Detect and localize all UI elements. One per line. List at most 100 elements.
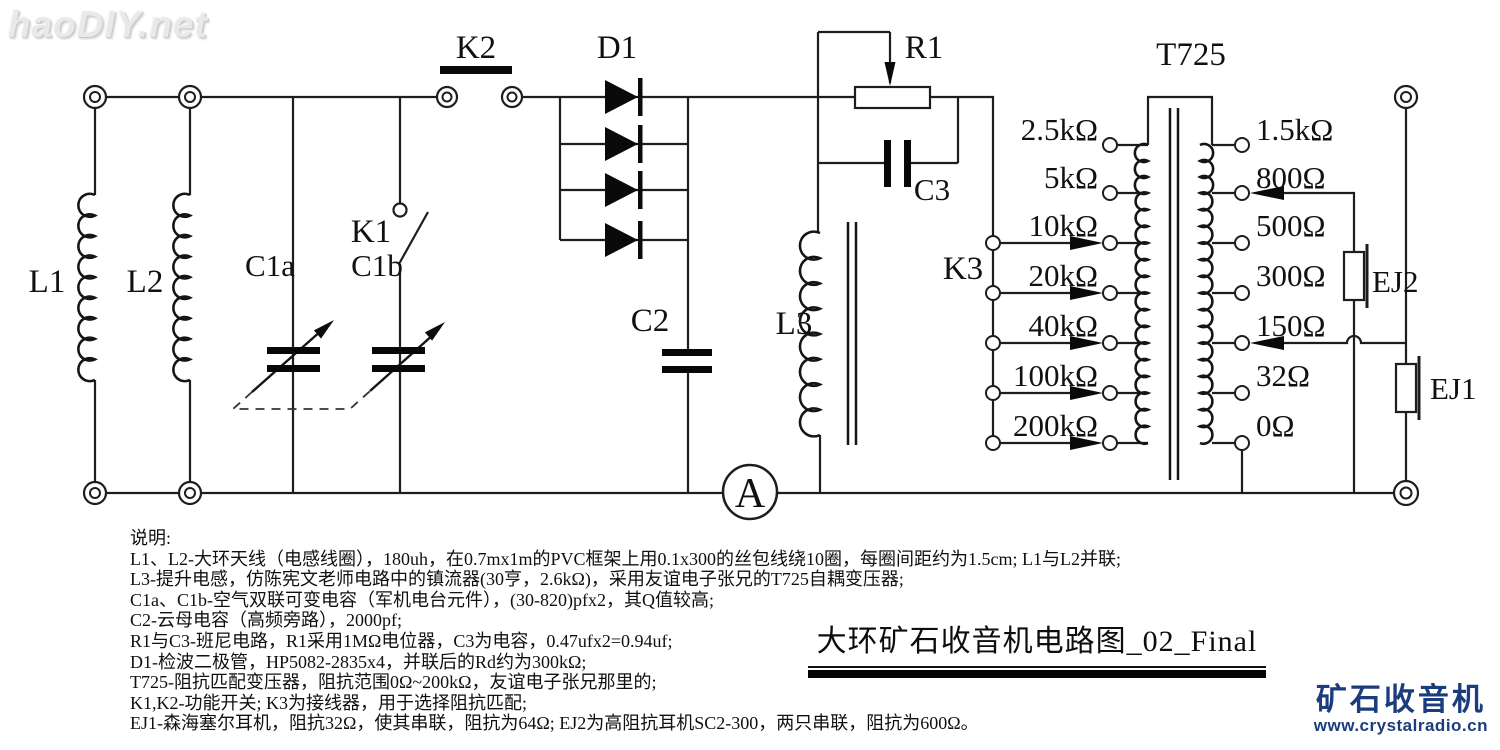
label-c1a: C1a (245, 248, 295, 283)
right-tap-label: 800Ω (1256, 160, 1326, 195)
diode-triangle (605, 173, 638, 207)
capacitor-plates (267, 140, 911, 373)
title-underline-thin (808, 666, 1266, 668)
left-tap (1102, 235, 1118, 251)
right-tap-label: 0Ω (1256, 408, 1295, 443)
notes-line: D1-检波二极管，HP5082-2835x4，并联后的Rd约为300kΩ; (130, 651, 587, 672)
coil-l3 (798, 230, 824, 438)
k3-arrowhead (1070, 386, 1103, 400)
title-underline-thick (808, 670, 1266, 678)
c1a-arrow-shaft (251, 329, 323, 393)
r1-wiper-arrow (884, 62, 896, 86)
label-ej1: EJ1 (1430, 371, 1477, 406)
c2-plate-bottom (662, 366, 712, 373)
r1-body (853, 85, 932, 110)
right-tap-label: 500Ω (1256, 208, 1326, 243)
c1b-arrow-head (424, 322, 445, 341)
crystalradio-logo-url: www.crystalradio.cn (1313, 716, 1488, 735)
terminal-top-right (1393, 84, 1419, 110)
terminal-bottom-right (1392, 479, 1420, 507)
t725-right-winding (1196, 142, 1215, 445)
notes-line: R1与C3-班尼电路，R1采用1MΩ电位器，C3为电容，0.47ufx2=0.9… (130, 630, 673, 651)
k3-terminal (985, 335, 1001, 351)
label-c2: C2 (631, 303, 670, 339)
wire-c3 (818, 97, 960, 165)
label-l3: L3 (776, 306, 813, 342)
coil-l2 (172, 192, 193, 383)
right-tap-label: 300Ω (1256, 258, 1326, 293)
tap-labels: 2.5kΩ 5kΩ 10kΩ 20kΩ 40kΩ 100kΩ 200kΩ 1.5… (1013, 112, 1333, 443)
ammeter-circle (721, 463, 779, 521)
left-tap (1102, 285, 1118, 301)
label-l2: L2 (127, 264, 164, 300)
ej2-body (1342, 250, 1366, 302)
label-r1: R1 (905, 30, 944, 66)
ej1-arrowhead (1250, 336, 1284, 350)
diode-bar (638, 125, 643, 163)
terminal-top-left-2 (177, 84, 203, 110)
left-tap-label: 20kΩ (1028, 258, 1098, 293)
k1-contact (392, 202, 408, 218)
left-tap-label: 200kΩ (1013, 408, 1098, 443)
c1a-arrow-head (313, 320, 334, 339)
notes-line: C2-云母电容（高频旁路），2000pf; (130, 610, 402, 631)
right-tap (1234, 285, 1250, 301)
label-l1: L1 (29, 264, 66, 300)
k3-terminal (985, 385, 1001, 401)
schematic-title: 大环矿石收音机电路图_02_Final (816, 625, 1258, 658)
label-k1: K1 (351, 214, 391, 250)
k3-arrowhead (1070, 436, 1103, 450)
left-tap (1102, 185, 1118, 201)
left-tap (1102, 137, 1118, 153)
k3-selector (985, 235, 1103, 451)
t725-core (1168, 108, 1180, 480)
diode (605, 171, 643, 209)
title-block: 大环矿石收音机电路图_02_Final (808, 616, 1266, 678)
terminal-bottom-left-1 (82, 480, 108, 506)
component-labels: L1 L2 C1a C1b K1 K2 D1 C2 R1 C3 L3 K3 T7… (29, 30, 1477, 406)
k3-arrowhead (1070, 236, 1103, 250)
gang-link-dashed (230, 390, 371, 410)
inductors (77, 108, 1215, 480)
label-k2: K2 (456, 30, 496, 66)
notes-line: C1a、C1b-空气双联可变电容（军机电台元件），(30-820)pfx2，其Q… (130, 589, 714, 610)
diode-triangle (605, 80, 638, 114)
c1b-plate-top (372, 347, 425, 354)
k3-arrowhead (1070, 336, 1103, 350)
c1a-plate-top (267, 347, 320, 354)
earphones (1342, 244, 1421, 420)
coil-l1 (77, 192, 98, 383)
notes-line: L3-提升电感，仿陈宪文老师电路中的镇流器(30亨，2.6kΩ)，采用友谊电子张… (130, 569, 904, 590)
terminals (82, 84, 1420, 507)
right-tap (1234, 137, 1250, 153)
left-tap-label: 5kΩ (1044, 160, 1098, 195)
right-tap (1234, 185, 1250, 201)
k3-terminals (985, 235, 1001, 451)
left-tap-label: 10kΩ (1028, 208, 1098, 243)
diode-triangle (605, 127, 638, 161)
ammeter-label: A (735, 471, 766, 517)
left-tap-label: 2.5kΩ (1021, 112, 1098, 147)
k3-terminal (985, 235, 1001, 251)
wire-top-rail-right-k3bus (930, 95, 995, 443)
diode-triangle (605, 223, 638, 257)
diode-bar (638, 78, 643, 116)
k3-terminal (985, 435, 1001, 451)
label-ej2: EJ2 (1372, 264, 1419, 299)
diode-bar (638, 171, 643, 209)
l3-core (846, 222, 858, 445)
wire-r1-wiper (818, 30, 892, 83)
c1a-plate-bottom (267, 365, 320, 372)
notes-line: T725-阻抗匹配变压器，阻抗范围0Ω~200kΩ，友谊电子张兄那里的; (130, 672, 657, 693)
k3-arrowheads (1070, 236, 1103, 450)
right-tap (1234, 435, 1250, 451)
diode (605, 125, 643, 163)
t725-left-winding (1133, 142, 1152, 445)
left-tap (1102, 335, 1118, 351)
right-tap (1234, 235, 1250, 251)
terminal-k2-right (500, 85, 524, 109)
wire-left-taps (1117, 143, 1148, 445)
label-k3: K3 (943, 251, 983, 287)
